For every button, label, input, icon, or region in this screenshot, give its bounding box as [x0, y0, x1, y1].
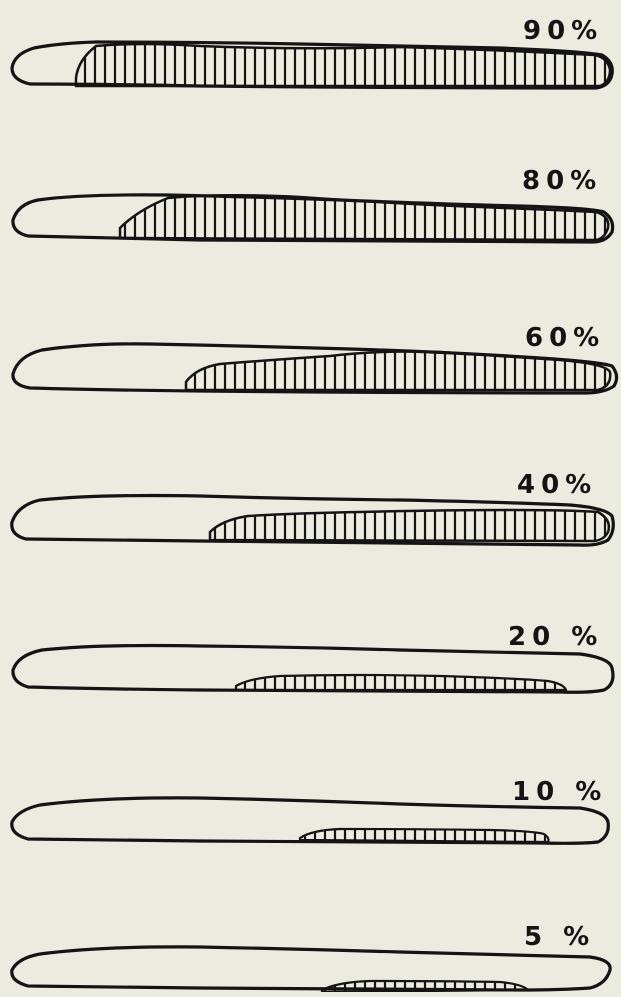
- percent-label-10: 10 %: [512, 779, 607, 805]
- percent-label-60: 60%: [525, 325, 605, 351]
- outline-shape: [12, 947, 610, 990]
- hatched-region: [236, 675, 566, 690]
- panel-40-percent: [12, 496, 614, 546]
- percent-label-5: 5 %: [524, 924, 595, 950]
- hatched-region: [210, 510, 609, 541]
- hatched-region: [300, 829, 549, 842]
- panel-90-percent: [12, 42, 612, 88]
- panel-20-percent: [13, 646, 613, 693]
- percent-label-20: 20 %: [508, 624, 603, 650]
- percent-label-40: 40%: [517, 472, 597, 498]
- percent-label-90: 90%: [523, 18, 603, 44]
- panel-5-percent: [12, 947, 610, 992]
- panel-80-percent: [13, 195, 613, 242]
- percent-label-80: 80%: [522, 168, 602, 194]
